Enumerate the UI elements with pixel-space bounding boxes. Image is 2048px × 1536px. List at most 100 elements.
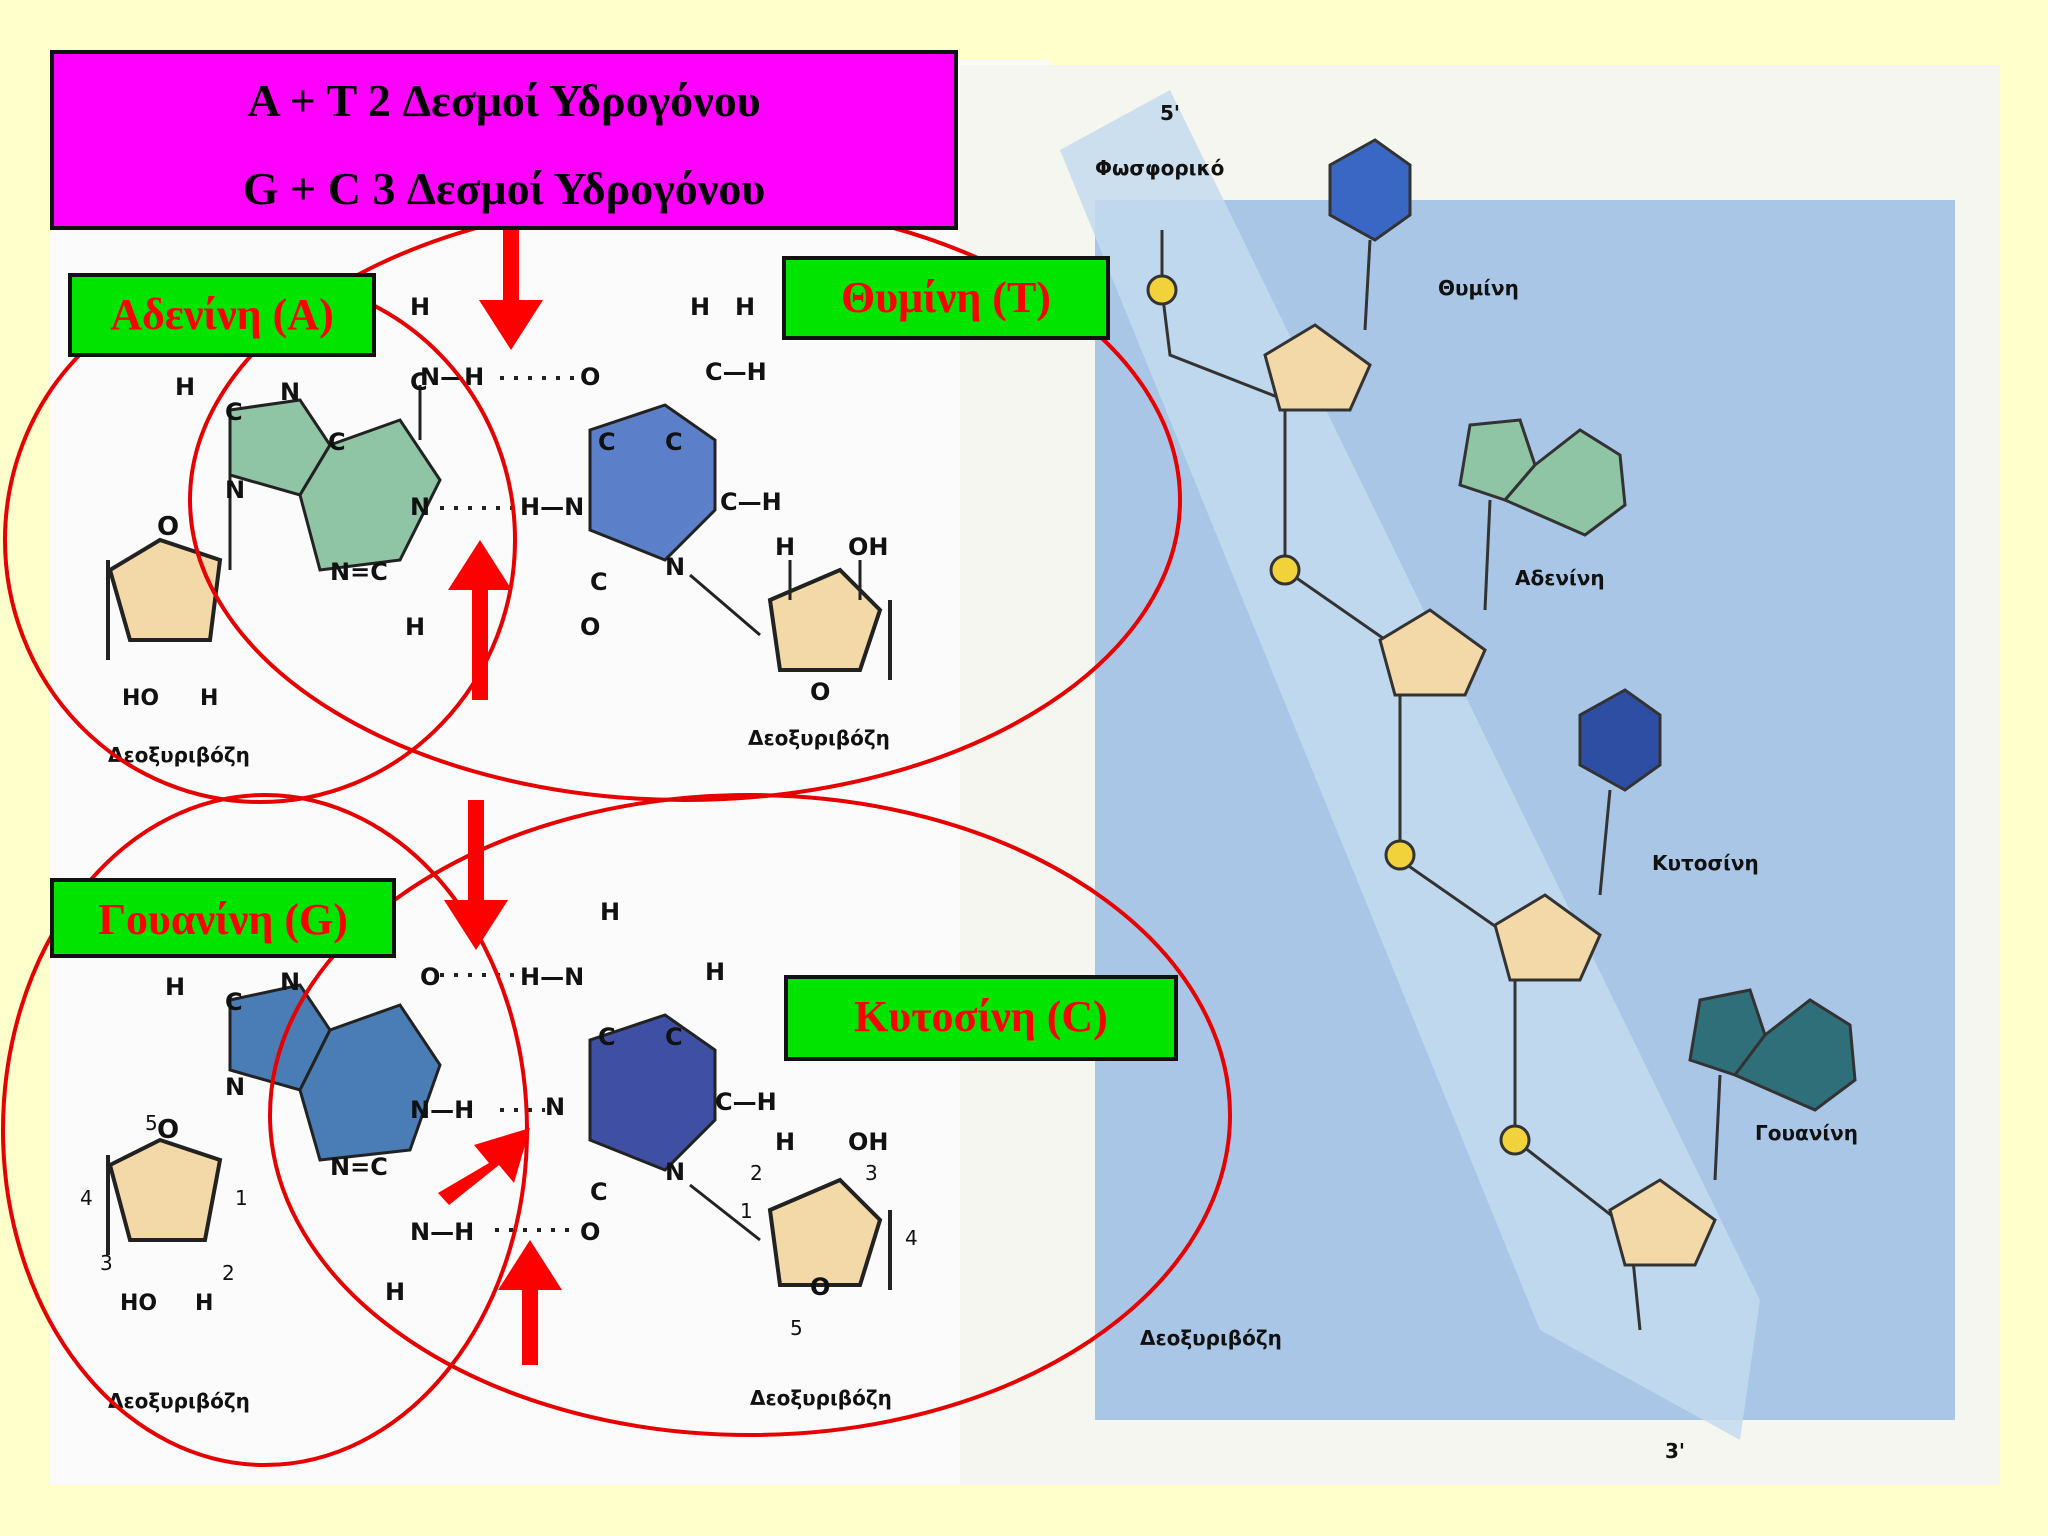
svg-text:O: O [157, 512, 179, 542]
svg-text:C: C [665, 1023, 683, 1051]
guanine-six-ring [298, 1003, 442, 1162]
ring-number-5: 5 [145, 1111, 158, 1135]
c-ring-number-2: 2 [750, 1161, 763, 1185]
thymine-label: Θυμίνη (Τ) [841, 273, 1051, 322]
svg-text:C: C [598, 428, 616, 456]
svg-text:OH: OH [848, 1128, 889, 1156]
phosphate-3 [1384, 839, 1416, 871]
phosphate-4 [1499, 1124, 1531, 1156]
adenine-deoxyribose-ring [107, 537, 223, 642]
svg-text:H—N: H—N [520, 493, 584, 521]
svg-text:H: H [735, 293, 755, 321]
svg-text:N: N [665, 553, 685, 581]
cytosine-deoxyribose-label: Δεοξυριβόζη [750, 1386, 892, 1410]
svg-text:O: O [580, 363, 600, 391]
guanine-label-box: Γουανίνη (G) [50, 878, 396, 958]
svg-text:C: C [590, 1178, 608, 1206]
svg-text:H: H [195, 1291, 213, 1316]
ring-number-3: 3 [100, 1251, 113, 1275]
svg-text:N: N [410, 493, 430, 521]
hydrogen-bond-summary-box: A + T 2 Δεσμοί Υδρογόνου G + C 3 Δεσμοί … [50, 50, 958, 230]
svg-text:O: O [580, 613, 600, 641]
phosphate-2 [1269, 554, 1301, 586]
svg-text:H: H [385, 1278, 405, 1306]
c-ring-number-3: 3 [865, 1161, 878, 1185]
svg-text:C: C [225, 398, 243, 426]
at-bond-line: A + T 2 Δεσμοί Υδρογόνου [247, 75, 761, 126]
svg-text:C—H: C—H [705, 358, 767, 386]
strand-direction-arrow [1060, 90, 1760, 1440]
svg-text:H: H [690, 293, 710, 321]
phosphate-groups [1146, 274, 1531, 1156]
arrow-down-bottom [444, 800, 508, 950]
thymine-ring [588, 403, 717, 562]
svg-text:H: H [600, 898, 620, 926]
thymine-label-box: Θυμίνη (Τ) [782, 256, 1110, 340]
svg-text:O: O [157, 1115, 179, 1145]
guanine-label: Γουανίνη (G) [98, 895, 348, 944]
c-ring-number-4: 4 [905, 1226, 918, 1250]
svg-text:C: C [328, 428, 346, 456]
adenine-deoxyribose-label: Δεοξυριβόζη [108, 743, 250, 767]
guanine-deoxyribose-label: Δεοξυριβόζη [108, 1389, 250, 1413]
cytosine-circle [268, 793, 1232, 1437]
svg-text:C: C [598, 1023, 616, 1051]
c-ring-number-1: 1 [740, 1199, 753, 1223]
svg-text:C: C [225, 988, 243, 1016]
strand-deoxyribose-label: Δεοξυριβόζη [1140, 1326, 1282, 1350]
strand-sugars [1263, 323, 1717, 1267]
hydrogen-bond-arrows [438, 230, 562, 1365]
cytosine-ring [588, 1013, 717, 1172]
phosphate-1 [1146, 274, 1178, 306]
svg-text:C: C [410, 368, 428, 396]
svg-text:N: N [225, 476, 245, 504]
c-ring-number-5: 5 [790, 1316, 803, 1340]
phosphate-label: Φωσφορικό [1095, 156, 1224, 180]
svg-text:O: O [420, 963, 440, 991]
guanine-deoxyribose-ring [107, 1137, 223, 1242]
svg-text:N—H: N—H [410, 1096, 474, 1124]
svg-text:C: C [590, 568, 608, 596]
strand-thymine-label: Θυμίνη [1438, 276, 1519, 300]
svg-text:N—H: N—H [410, 1218, 474, 1246]
adenine-label: Αδενίνη (Α) [110, 290, 334, 339]
ring-number-4: 4 [80, 1186, 93, 1210]
svg-text:N: N [280, 968, 300, 996]
svg-text:OH: OH [848, 533, 889, 561]
svg-text:H—N: H—N [520, 963, 584, 991]
svg-text:H: H [775, 1128, 795, 1156]
svg-text:H: H [775, 533, 795, 561]
cytosine-deoxyribose-ring [767, 1177, 883, 1287]
cytosine-label: Κυτοσίνη (C) [854, 992, 1108, 1041]
strand-bases [1328, 138, 1857, 1181]
strand-guanine-six-ring [1732, 998, 1857, 1112]
svg-text:N: N [280, 378, 300, 406]
arrow-diagonal-bottom [438, 1128, 530, 1205]
arrow-up-top [448, 540, 512, 700]
svg-text:H: H [410, 293, 430, 321]
adenine-label-box: Αδενίνη (Α) [68, 273, 376, 357]
svg-text:C—H: C—H [720, 488, 782, 516]
svg-text:HO: HO [122, 686, 159, 711]
strand-thymine-ring [1328, 138, 1412, 242]
strand-adenine-six-ring [1502, 428, 1627, 537]
svg-text:H: H [175, 373, 195, 401]
svg-text:O: O [810, 1273, 830, 1301]
cytosine-label-box: Κυτοσίνη (C) [784, 975, 1178, 1061]
three-prime-label: 3' [1665, 1439, 1685, 1463]
svg-text:H: H [705, 958, 725, 986]
strand-cytosine-ring [1578, 688, 1662, 792]
svg-text:N=C: N=C [330, 558, 388, 586]
svg-text:O: O [580, 1218, 600, 1246]
svg-text:H: H [405, 613, 425, 641]
adenine-six-ring [298, 418, 442, 572]
svg-text:N: N [225, 1073, 245, 1101]
svg-text:N: N [665, 1158, 685, 1186]
ring-number-2: 2 [222, 1261, 235, 1285]
svg-text:N: N [545, 1093, 565, 1121]
svg-text:HO: HO [120, 1291, 157, 1316]
svg-text:H: H [200, 686, 218, 711]
strand-guanine-label: Γουανίνη [1755, 1121, 1858, 1145]
ring-number-1: 1 [235, 1186, 248, 1210]
